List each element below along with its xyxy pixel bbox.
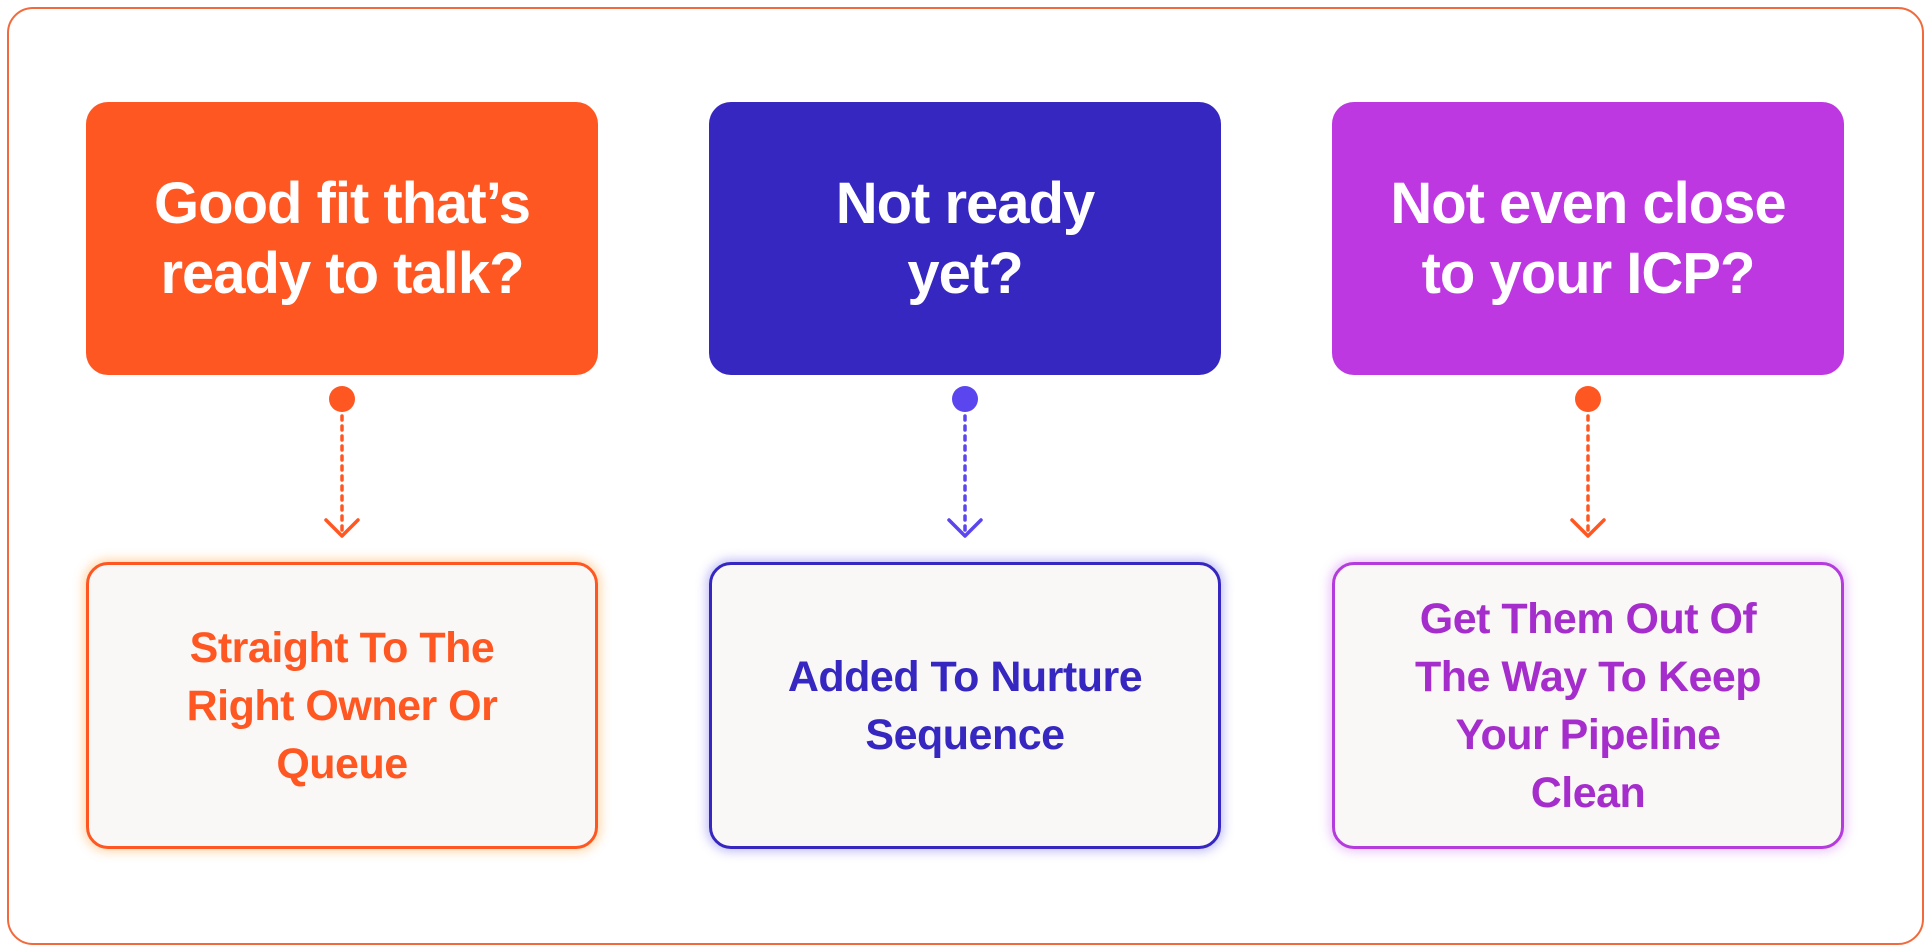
connector-arrow <box>1570 386 1606 538</box>
connector-arrowhead <box>324 518 360 538</box>
question-box-not-icp: Not even close to your ICP? <box>1332 102 1844 375</box>
flow-column-not-ready: Not ready yet? Added To Nurture Sequence <box>709 0 1223 952</box>
connector-arrow <box>947 386 983 538</box>
answer-box-good-fit: Straight To The Right Owner Or Queue <box>86 562 598 849</box>
answer-text: Added To Nurture Sequence <box>787 652 1143 759</box>
connector-dot <box>952 386 978 412</box>
connector-arrowhead <box>1570 518 1606 538</box>
answer-text: Get Them Out Of The Way To Keep Your Pip… <box>1414 594 1762 817</box>
answer-box-not-icp: Get Them Out Of The Way To Keep Your Pip… <box>1332 562 1844 849</box>
answer-box-not-ready: Added To Nurture Sequence <box>709 562 1221 849</box>
answer-text: Straight To The Right Owner Or Queue <box>186 623 498 788</box>
connector-arrow <box>324 386 360 538</box>
question-text: Not even close to your ICP? <box>1390 170 1786 306</box>
question-text: Not ready yet? <box>835 170 1096 306</box>
connector-dot <box>1575 386 1601 412</box>
flow-column-not-icp: Not even close to your ICP? Get Them Out… <box>1332 0 1846 952</box>
question-box-good-fit: Good fit that’s ready to talk? <box>86 102 598 375</box>
connector-dot <box>329 386 355 412</box>
question-box-not-ready: Not ready yet? <box>709 102 1221 375</box>
question-text: Good fit that’s ready to talk? <box>154 170 531 306</box>
flow-column-good-fit: Good fit that’s ready to talk? Straight … <box>86 0 600 952</box>
connector-arrowhead <box>947 518 983 538</box>
